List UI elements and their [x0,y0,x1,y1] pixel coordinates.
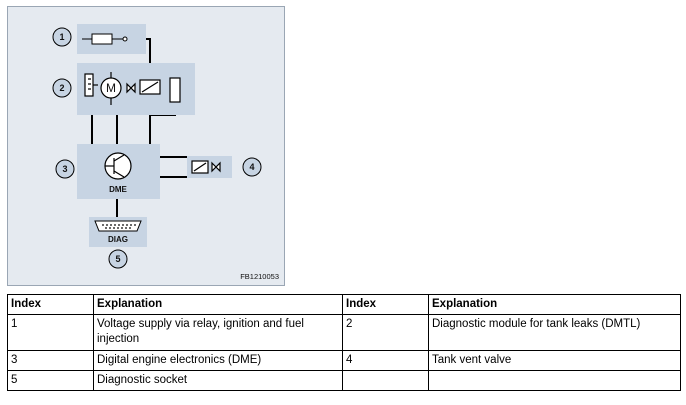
table-row: 5 Diagnostic socket [7,370,681,391]
row-explanation: Tank vent valve [428,350,681,371]
table-row: 3 Digital engine electronics (DME) 4 Tan… [7,350,681,371]
callout-1: 1 [59,32,64,42]
header-index-2: Index [342,294,429,315]
row-index: 4 [342,350,429,371]
callout-3: 3 [62,164,67,174]
motor-icon [100,72,122,105]
legend-table: Index Explanation Index Explanation 1 Vo… [7,294,681,391]
callout-2: 2 [59,83,64,93]
callout-4: 4 [249,162,254,172]
row-index: 5 [7,370,94,391]
diag-label: DIAG [108,235,128,244]
relay-icon [139,79,161,95]
header-explanation-2: Explanation [428,294,681,315]
callout-circle-2 [52,78,72,98]
legend-header-row: Index Explanation Index Explanation [7,294,681,315]
figure-code: FB1210053 [240,272,279,281]
wiring-diagram: M DME DIAG 1 2 [7,6,285,286]
callout-circle-1 [52,27,72,47]
row-explanation: Diagnostic module for tank leaks (DMTL) [428,314,681,351]
row-index [342,370,429,391]
row-index: 1 [7,314,94,351]
header-explanation-1: Explanation [93,294,343,315]
dme-label: DME [109,185,127,194]
connector-icon [94,220,142,232]
table-row: 1 Voltage supply via relay, ignition and… [7,314,681,351]
vent-valve-icon [191,160,221,174]
row-explanation: Digital engine electronics (DME) [93,350,343,371]
fuse-icon [82,33,128,45]
header-index-1: Index [7,294,94,315]
valve-icon [126,82,136,94]
resistor-icon [169,77,181,103]
transistor-icon [104,152,132,180]
pump-motor-icon [84,73,98,97]
row-explanation: Diagnostic socket [93,370,343,391]
callout-5: 5 [115,254,120,264]
callout-circle-4 [242,157,262,177]
row-index: 2 [342,314,429,351]
row-explanation: Voltage supply via relay, ignition and f… [93,314,343,351]
motor-label: M [106,81,116,95]
callout-circle-5 [108,249,128,269]
row-explanation [428,370,681,391]
row-index: 3 [7,350,94,371]
callout-circle-3 [55,159,75,179]
